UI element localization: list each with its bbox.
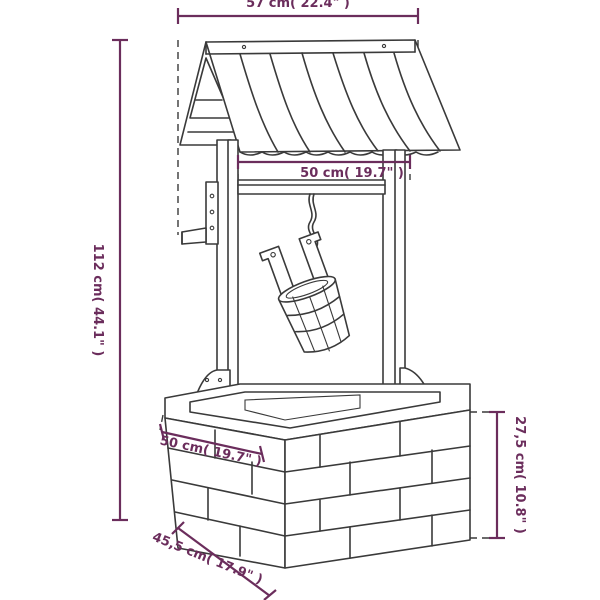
dim-top-width: 57 cm( 22.4" ) xyxy=(176,0,420,24)
bucket xyxy=(258,231,351,353)
dim-total-height-label: 112 cm( 44.1" ) xyxy=(90,244,105,357)
wishing-well-drawing xyxy=(159,39,500,569)
dim-roof-inner-width-label: 50 cm( 19.7" ) xyxy=(300,166,404,181)
roof xyxy=(205,39,461,156)
dim-base-height-label: 27,5 cm( 10.8" ) xyxy=(512,416,527,534)
crank-handle xyxy=(181,181,219,245)
roof-gable xyxy=(179,41,241,146)
dim-total-height: 112 cm( 44.1" ) xyxy=(90,38,128,522)
base-box xyxy=(164,383,471,569)
dim-base-height: 27,5 cm( 10.8" ) xyxy=(489,410,527,540)
dim-top-width-label: 57 cm( 22.4" ) xyxy=(246,0,350,11)
dim-roof-inner-width: 50 cm( 19.7" ) xyxy=(236,155,412,181)
